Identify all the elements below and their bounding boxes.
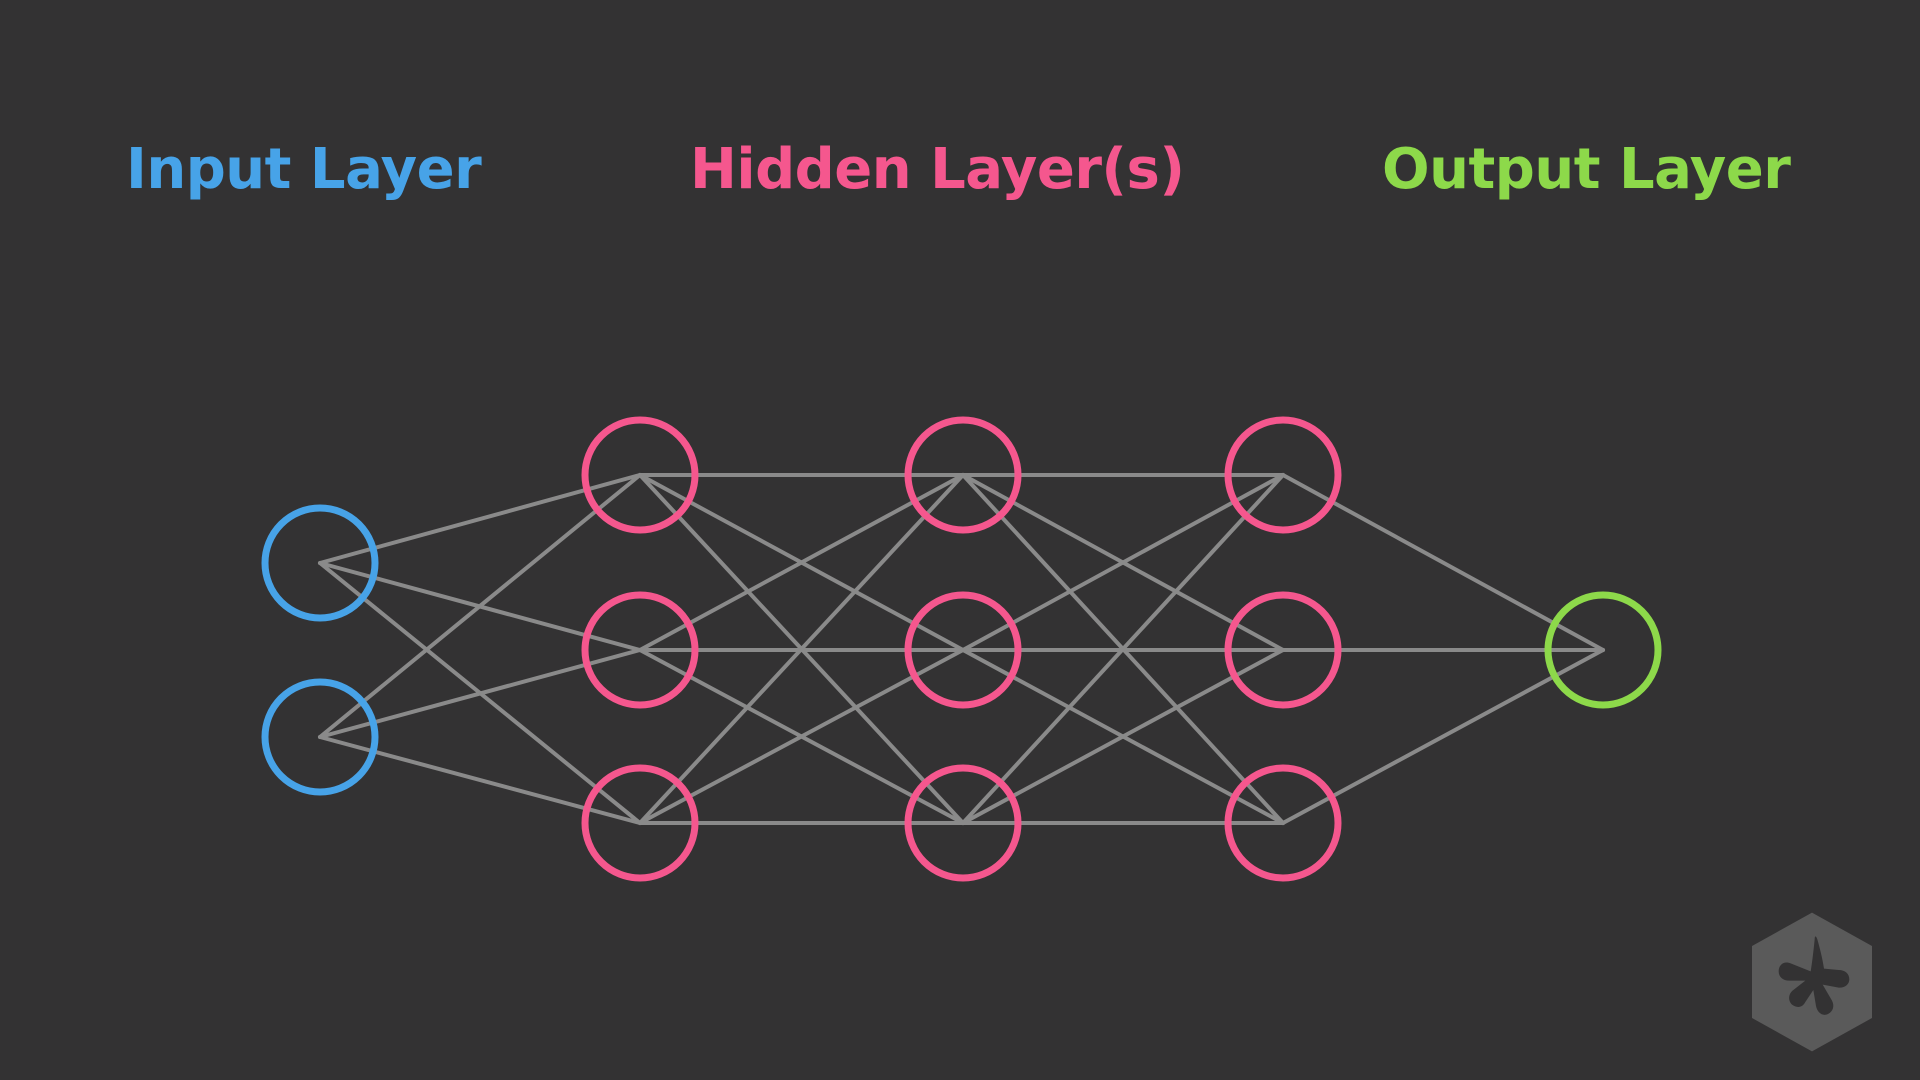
edge-h2-2-h3-1 <box>961 473 1285 652</box>
node-h1-1 <box>581 416 699 534</box>
node-o1 <box>1544 591 1662 709</box>
node-h1-2 <box>581 591 699 709</box>
nodes-group <box>261 416 1662 882</box>
edge-i2-h1-2 <box>318 648 642 739</box>
node-i1 <box>261 504 379 622</box>
edge-h3-3-o1 <box>1281 648 1605 825</box>
edge-i2-h1-1 <box>318 473 642 739</box>
node-h1-3 <box>581 764 699 882</box>
edge-h1-3-h2-1 <box>638 473 965 825</box>
edge-h1-2-h2-1 <box>638 473 965 652</box>
node-h3-3 <box>1224 764 1342 882</box>
edge-i2-h1-3 <box>318 735 642 825</box>
edge-h3-1-o1 <box>1281 473 1605 652</box>
node-h2-1 <box>904 416 1022 534</box>
node-i2 <box>261 678 379 796</box>
edge-i1-h1-1 <box>318 473 642 565</box>
edge-h2-3-h3-1 <box>961 473 1285 825</box>
treehouse-logo-icon <box>1752 912 1872 1052</box>
edge-h2-3-h3-2 <box>961 648 1285 825</box>
edge-h1-3-h2-2 <box>638 648 965 825</box>
node-h3-1 <box>1224 416 1342 534</box>
node-h2-2 <box>904 591 1022 709</box>
node-h2-3 <box>904 764 1022 882</box>
node-h3-2 <box>1224 591 1342 709</box>
